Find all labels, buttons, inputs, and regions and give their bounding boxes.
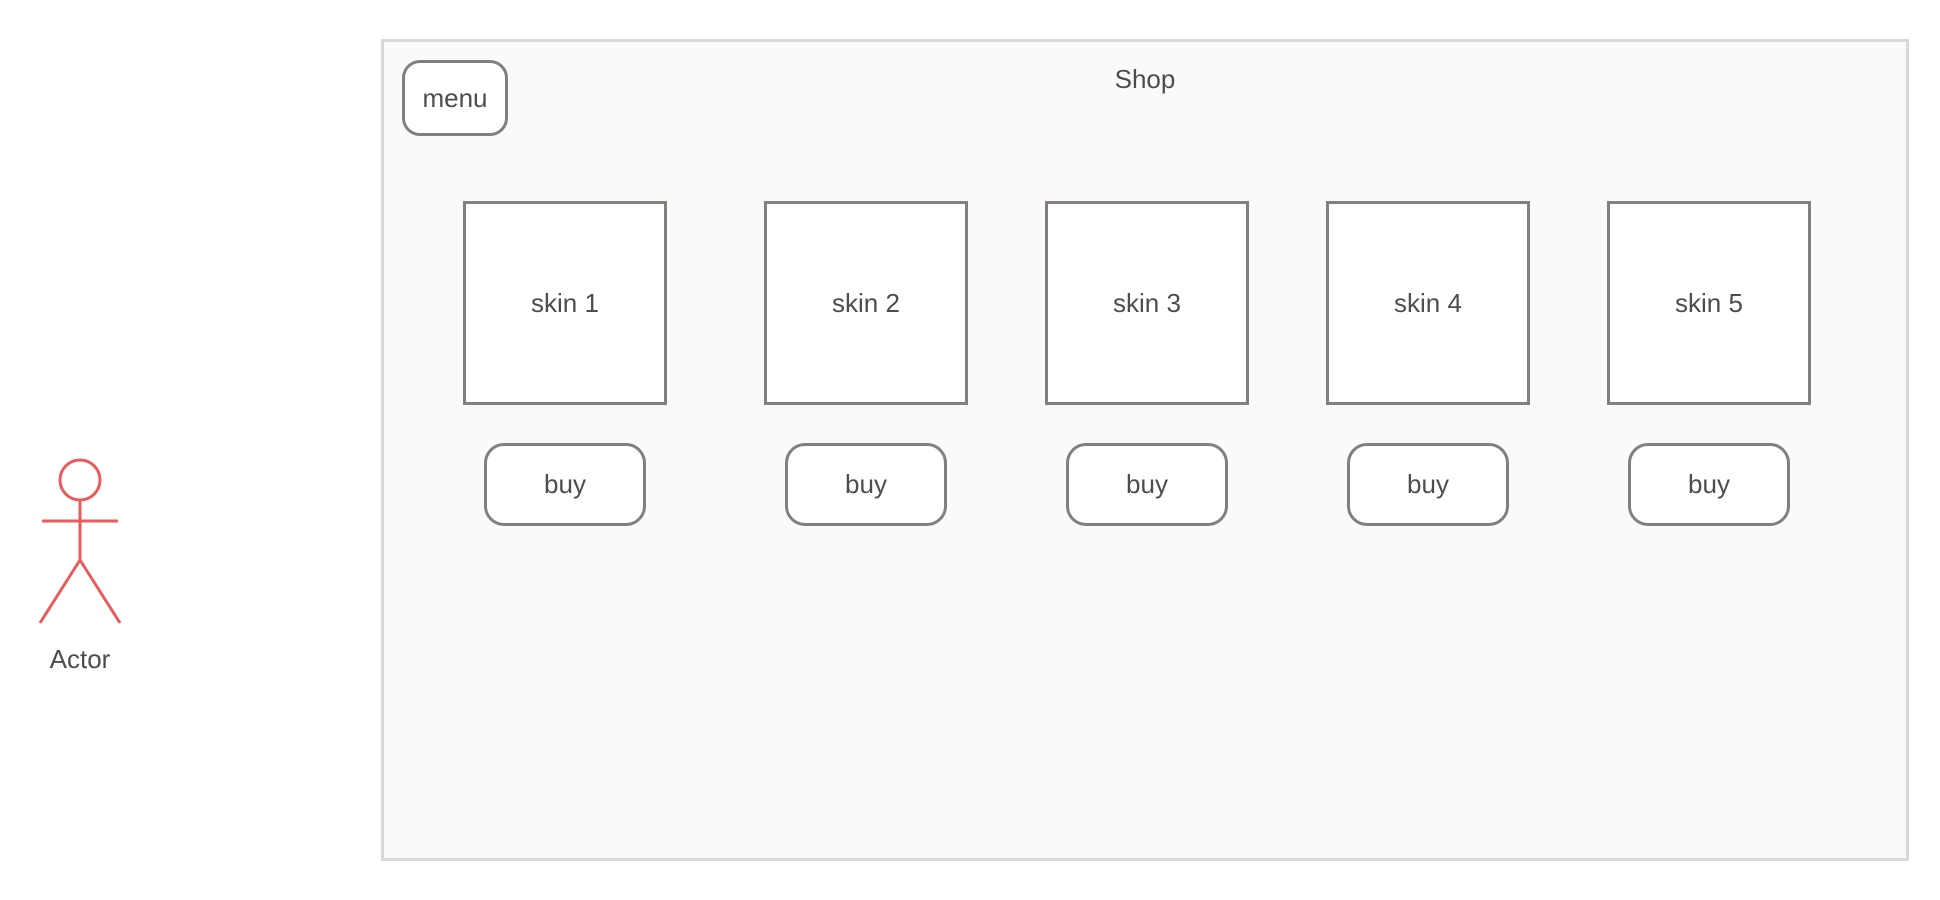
buy-skin-1-button[interactable]: buy	[484, 443, 646, 526]
skin-label: skin 1	[531, 287, 599, 318]
skin-3-card: skin 3	[1045, 201, 1249, 405]
shop-title: Shop	[1114, 64, 1176, 94]
skin-label: skin 2	[832, 287, 900, 318]
shop-screen: Shop menu skin 1 skin 2 skin 3 skin 4 sk…	[381, 39, 1909, 861]
skin-5-card: skin 5	[1607, 201, 1811, 405]
buy-skin-2-button[interactable]: buy	[785, 443, 947, 526]
skin-1-card: skin 1	[463, 201, 667, 405]
buy-skin-3-button[interactable]: buy	[1066, 443, 1228, 526]
stick-figure-icon	[38, 458, 122, 624]
actor-label: Actor	[49, 644, 111, 674]
buy-skin-5-button[interactable]: buy	[1628, 443, 1790, 526]
menu-button[interactable]: menu	[402, 60, 508, 136]
buy-skin-4-button[interactable]: buy	[1347, 443, 1509, 526]
actor: Actor	[30, 458, 130, 683]
skin-2-card: skin 2	[764, 201, 968, 405]
skin-label: skin 4	[1394, 287, 1462, 318]
skin-4-card: skin 4	[1326, 201, 1530, 405]
skin-label: skin 3	[1113, 287, 1181, 318]
skin-label: skin 5	[1675, 287, 1743, 318]
